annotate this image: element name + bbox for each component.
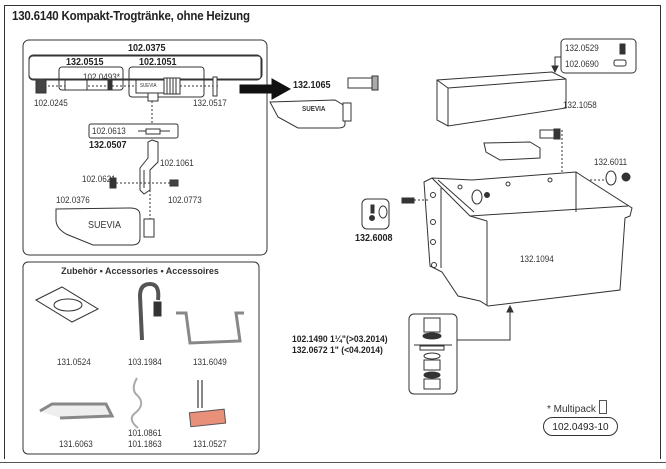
label-side-fitting: 132.6011 [594, 157, 628, 167]
label-assembled-valve: 132.1065 [293, 80, 331, 91]
accessory-code: 131.0524 [57, 357, 91, 367]
label-valve-group: 102.0375 [128, 43, 166, 54]
page-title: 130.6140 Kompakt-Trogtränke, ohne Heizun… [12, 9, 250, 23]
accessory-code-2: 101.1863 [128, 439, 162, 449]
label-cover: 132.1058 [563, 100, 597, 110]
label-cover-screw: 132.0529 [565, 43, 599, 53]
label-lever: 102.1061 [160, 158, 194, 168]
label-nut: 102.0245 [34, 98, 68, 108]
label-seal: 102.0493* [83, 72, 120, 82]
label-drain-2: 132.0672 1" (<04.2014) [292, 345, 383, 356]
mounting-kit-box [361, 198, 390, 230]
multipack-text: * Multipack [547, 404, 596, 415]
arrow-icon [239, 78, 292, 100]
valve-brand: SUEVIA [140, 83, 157, 89]
label-trough: 132.1094 [520, 254, 554, 264]
trough-part [423, 171, 633, 307]
label-end-cap: 132.0517 [193, 98, 227, 108]
label-sub-left: 132.0515 [66, 57, 104, 68]
heater-plate [188, 408, 227, 428]
sub-box-right [128, 66, 205, 98]
label-drain-1: 102.1490 1¼"(>03.2014) [292, 334, 388, 345]
float-part [55, 207, 141, 246]
label-float: 102.0376 [56, 195, 90, 205]
accessory-code: 131.6049 [193, 357, 227, 367]
multipack-code: 102.0493-10 [543, 417, 618, 436]
label-sub-right: 102.1051 [139, 57, 177, 68]
sub-box-left [58, 66, 124, 91]
accessory-code: 101.0861 [128, 428, 162, 438]
accessory-code: 131.0527 [193, 439, 227, 449]
assembled-float [269, 99, 346, 129]
label-cover-clip: 102.0690 [565, 59, 599, 69]
label-screw-right: 102.0773 [168, 195, 202, 205]
divider [0, 462, 666, 463]
package-icon [598, 400, 607, 414]
accessories-box [22, 261, 260, 455]
label-mounting-kit: 132.6008 [355, 233, 393, 244]
lever-part [139, 139, 159, 195]
valve-assembly-box [22, 39, 268, 256]
page-frame [4, 5, 661, 459]
multipack-label: * Multipack [547, 400, 607, 415]
assembled-brand: SUEVIA [302, 106, 326, 113]
label-screw-left: 102.0621 [82, 174, 116, 184]
label-pin-group: 132.0507 [89, 140, 127, 151]
cover-part [436, 71, 567, 127]
cover-fixing-box [560, 38, 637, 74]
accessory-code: 131.6063 [59, 439, 93, 449]
drain-box [408, 313, 458, 395]
accessory-code: 103.1984 [128, 357, 162, 367]
float-brand: SUEVIA [88, 220, 122, 231]
label-pin: 102.0613 [92, 126, 126, 136]
nut-part [35, 78, 47, 94]
accessories-title: Zubehör • Accessories • Accessoires [61, 266, 219, 276]
